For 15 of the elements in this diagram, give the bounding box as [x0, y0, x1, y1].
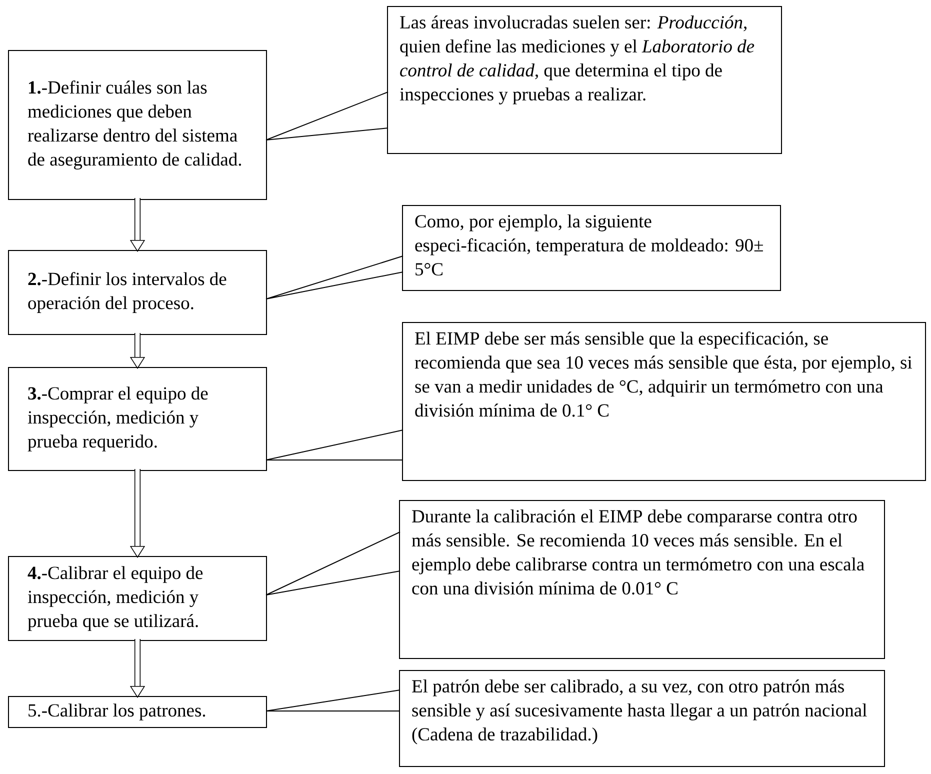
callout-pointer: [266, 430, 404, 460]
step-box: 1.-Definir cuáles son las mediciones que deben realizarse dentro del sistema de aseguramiento de calidad.: [8, 50, 267, 200]
callout-pointer: [266, 92, 388, 140]
callout-box: Como, por ejemplo, la siguiente especi-ficación, temperatura de moldeado: 90± 5°C: [402, 205, 781, 291]
callout-box: Durante la calibración el EIMP debe compararse contra otro más sensible. Se recomienda 10 veces más sensible. En el ejemplo debe calibrarse contra un termómetro con una escala con una división mínima de 0.01° C: [399, 500, 885, 659]
step-box: 4.-Calibrar el equipo de inspección, medición y prueba que se utilizará.: [8, 556, 267, 641]
callout-box: El patrón debe ser calibrado, a su vez, con otro patrón más sensible y así sucesivamente hasta llegar a un patrón nacional (Cadena de trazabilidad.): [399, 670, 885, 767]
callout-box: El EIMP debe ser más sensible que la especificación, se recomienda que sea 10 veces más sensible que ésta, por ejemplo, si se van a medir unidades de °C, adquirir un termómetro con una división mínima de 0.1° C: [402, 322, 926, 481]
step-box: 2.-Definir los intervalos de operación del proceso.: [8, 250, 267, 335]
step-box: 5.-Calibrar los patrones.: [8, 696, 267, 728]
callout-pointer: [266, 690, 400, 712]
callout-pointer: [266, 532, 400, 596]
callout-pointer: [266, 256, 404, 300]
callout-box: Las áreas involucradas suelen ser: Producción, quien define las mediciones y el Laboratorio de control de calidad, que determina el tipo de inspecciones y pruebas a realizar.: [387, 6, 782, 154]
step-box: 3.-Comprar el equipo de inspección, medición y prueba requerido.: [8, 367, 267, 471]
